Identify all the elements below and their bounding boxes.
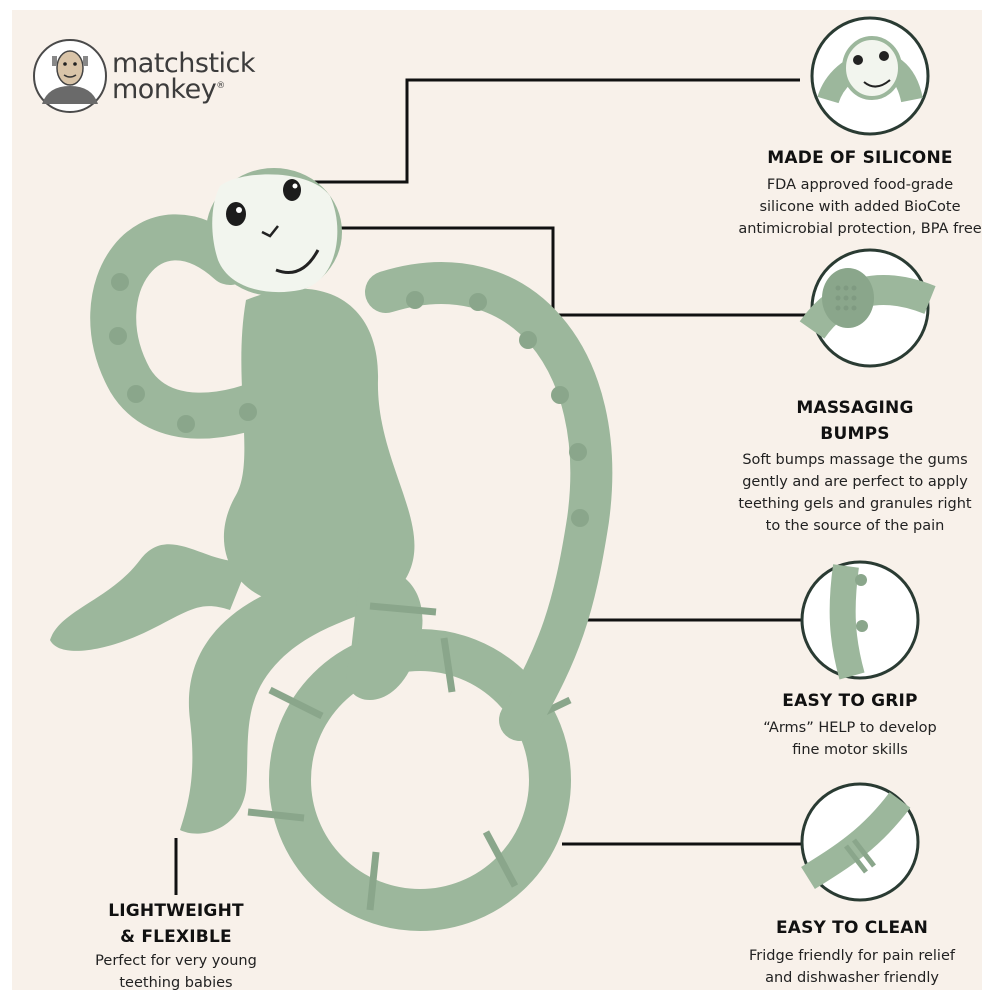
feature-description-line: “Arms” HELP to develop	[763, 720, 937, 736]
feature-title-line: & FLEXIBLE	[120, 927, 232, 947]
feature-description-line: Soft bumps massage the gums	[742, 452, 968, 468]
feature-silicone: MADE OF SILICONE FDA approved food-grade…	[720, 145, 1000, 240]
clean-callout-icon	[800, 782, 920, 902]
feature-title-line: BUMPS	[820, 424, 890, 444]
callout-lines	[174, 78, 808, 895]
feature-title-line: MASSAGING	[796, 398, 914, 418]
feature-description: Perfect for very young teething babies	[56, 950, 296, 994]
feature-title: MADE OF SILICONE	[767, 148, 953, 168]
feature-easy-to-clean: EASY TO CLEAN Fridge friendly for pain r…	[730, 915, 974, 989]
feature-description-line: antimicrobial protection, BPA free	[738, 221, 982, 237]
feature-description-line: teething gels and granules right	[738, 496, 972, 512]
feature-description: Soft bumps massage the gums gently and a…	[720, 449, 990, 537]
feature-description-line: fine motor skills	[792, 742, 908, 758]
feature-massaging-bumps: MASSAGING BUMPS Soft bumps massage the g…	[720, 395, 990, 537]
monkey-teether-icon	[50, 168, 613, 931]
brand-name-line1: matchstick	[112, 48, 256, 79]
brand-name-line2: monkey®	[112, 76, 225, 103]
brand-name-line2-text: monkey	[112, 74, 217, 105]
feature-lightweight-flexible: LIGHTWEIGHT & FLEXIBLE Perfect for very …	[56, 898, 296, 994]
feature-description: “Arms” HELP to develop fine motor skills	[730, 717, 970, 761]
silicone-leader-line	[290, 78, 800, 184]
feature-description: FDA approved food-grade silicone with ad…	[720, 174, 1000, 240]
feature-title-line: LIGHTWEIGHT	[108, 901, 244, 921]
feature-description-line: to the source of the pain	[765, 518, 945, 534]
feature-description-line: Perfect for very young	[95, 953, 257, 969]
feature-easy-to-grip: EASY TO GRIP “Arms” HELP to develop fine…	[730, 688, 970, 761]
registered-mark: ®	[216, 81, 225, 91]
brand-logo-icon	[33, 39, 107, 113]
bumps-callout-icon	[799, 248, 936, 368]
silicone-callout-icon	[810, 16, 930, 136]
grip-callout-icon	[800, 560, 920, 680]
feature-description: Fridge friendly for pain relief and dish…	[730, 945, 974, 989]
feature-description-line: Fridge friendly for pain relief	[749, 948, 955, 964]
feature-description-line: gently and are perfect to apply	[742, 474, 968, 490]
feature-description-line: silicone with added BioCote	[759, 199, 961, 215]
bumps-leader-line	[330, 226, 808, 317]
feature-description-line: and dishwasher friendly	[765, 970, 939, 986]
feature-description-line: teething babies	[119, 975, 233, 991]
feature-description-line: FDA approved food-grade	[766, 177, 954, 193]
feature-title: EASY TO GRIP	[782, 691, 918, 711]
feature-title: EASY TO CLEAN	[775, 918, 929, 938]
